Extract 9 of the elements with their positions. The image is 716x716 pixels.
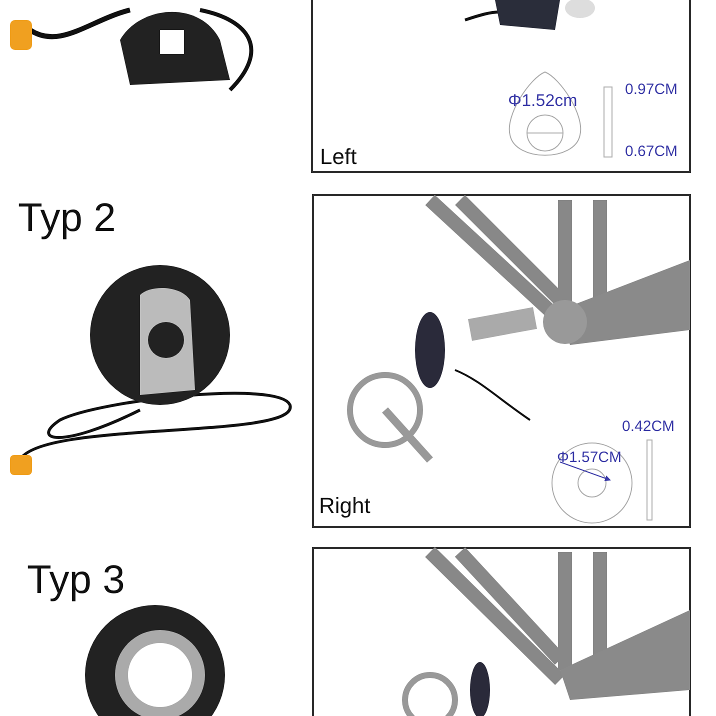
type-heading: Typ 2 bbox=[18, 198, 116, 238]
panel-label: Right bbox=[319, 495, 370, 517]
dimension-label: Φ1.52cm bbox=[508, 92, 578, 109]
type-heading: Typ 3 bbox=[27, 560, 125, 600]
dimension-label: Φ1.57CM bbox=[557, 450, 622, 465]
dimension-label: 0.67CM bbox=[625, 144, 678, 159]
panel-label: Left bbox=[320, 146, 357, 168]
dimension-label: 0.97CM bbox=[625, 82, 678, 97]
dimension-label: 0.42CM bbox=[622, 419, 675, 434]
